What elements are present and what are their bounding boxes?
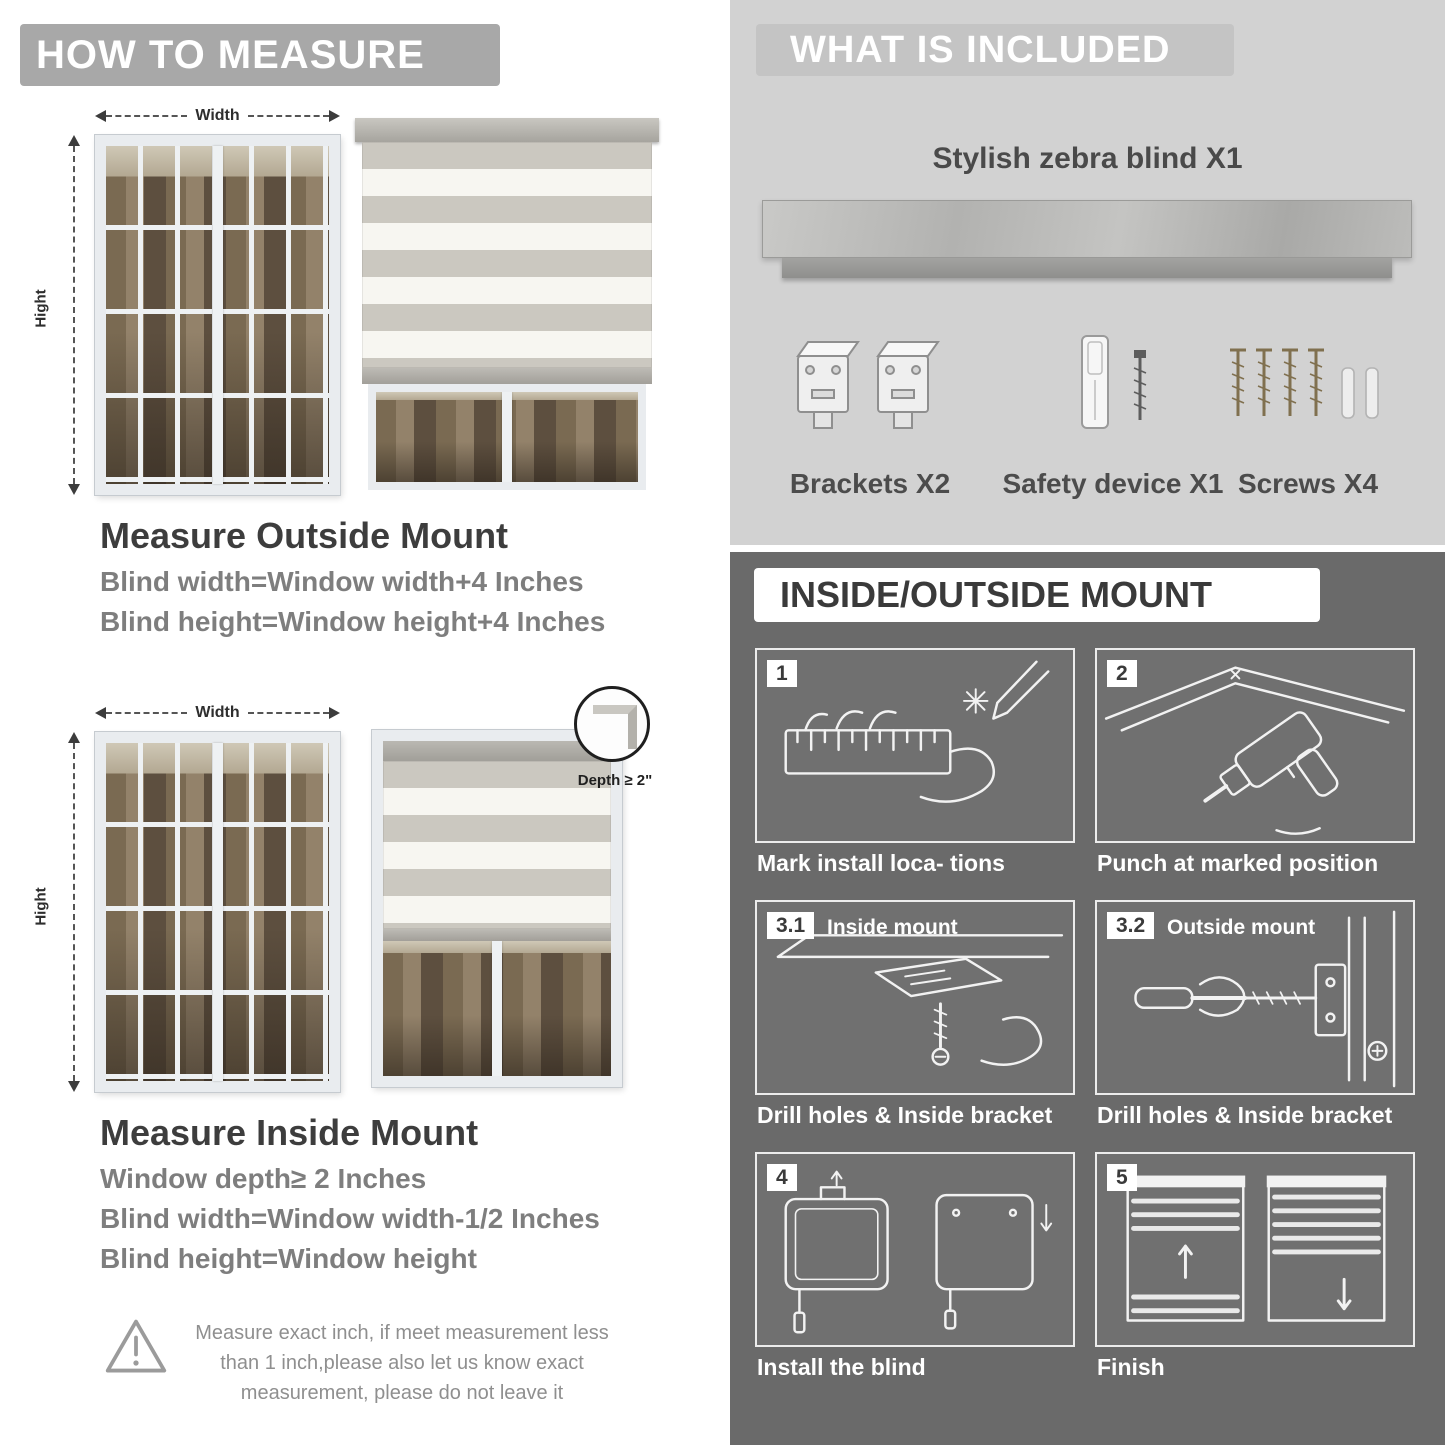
window-under-blind [383, 941, 611, 1076]
step-3-2-panel: 3.2 Outside mount [1095, 900, 1415, 1095]
outside-spec-2: Blind height=Window height+4 Inches [100, 606, 606, 637]
frame-corner-detail [593, 705, 637, 749]
step-number-badge: 4 [767, 1164, 797, 1191]
inside-mount-title: Measure Inside Mount [100, 1112, 479, 1153]
safety-device-label: Safety device X1 [1002, 468, 1224, 499]
headrail-illustration [762, 200, 1412, 258]
mount-banner: INSIDE/OUTSIDE MOUNT [754, 568, 1320, 622]
width-arrow-inside: Width [95, 704, 340, 721]
what-is-included-title: WHAT IS INCLUDED [790, 28, 1171, 71]
outside-mount-title: Measure Outside Mount [100, 515, 509, 556]
arrow-down-icon [68, 1081, 80, 1092]
warning-triangle-icon [103, 1316, 169, 1378]
mount-instructions-section: INSIDE/OUTSIDE MOUNT 1 Mark install l [730, 552, 1445, 1445]
step-3-2-caption: Drill holes & Inside bracket [1097, 1102, 1393, 1128]
zebra-blind-illustration-inside [371, 729, 623, 1088]
inside-spec-1: Window depth≥ 2 Inches [100, 1163, 427, 1194]
inside-spec-3: Blind height=Window height [100, 1243, 477, 1274]
width-arrow-outside: Width [95, 107, 340, 124]
zebra-blind-illustration-outside [355, 118, 659, 490]
arrow-right-icon [329, 110, 340, 122]
blind-stripes [383, 761, 611, 929]
arrow-down-icon [68, 484, 80, 495]
window-mullion [212, 146, 223, 484]
blind-bottom-rail [362, 368, 652, 384]
step-1-caption: Mark install loca- tions [757, 850, 1005, 876]
step-1-panel: 1 [755, 648, 1075, 843]
step-number-badge: 3.1 [767, 912, 815, 939]
step-3-1-label: Inside mount [827, 916, 958, 939]
blind-headrail [355, 118, 659, 142]
window-under-blind [368, 384, 646, 490]
step-number-badge: 3.2 [1107, 912, 1155, 939]
step-4-caption: Install the blind [757, 1354, 926, 1380]
height-label-outside: Hight [32, 289, 50, 328]
window-mullion [502, 392, 512, 482]
step-2-illustration [1097, 650, 1413, 841]
outside-spec-1: Blind width=Window width+4 Inches [100, 566, 584, 597]
arrow-right-icon [329, 707, 340, 719]
step-4-panel: 4 [755, 1152, 1075, 1347]
brackets-icon [788, 330, 948, 450]
step-3-2-illustration [1097, 902, 1413, 1093]
blind-bottom-rail [383, 929, 611, 941]
step-2-caption: Punch at marked position [1097, 850, 1379, 876]
step-number-badge: 2 [1107, 660, 1137, 687]
what-is-included-banner: WHAT IS INCLUDED [756, 24, 1234, 76]
how-to-measure-banner: HOW TO MEASURE [20, 24, 500, 86]
arrow-left-icon [95, 110, 106, 122]
blind-stripes [362, 142, 652, 368]
window-mullion [492, 941, 502, 1076]
measure-warning-text: Measure exact inch, if meet measurement … [195, 1322, 609, 1404]
headrail-valance [782, 258, 1392, 278]
mount-banner-title: INSIDE/OUTSIDE MOUNT [780, 574, 1213, 615]
depth-label: Depth ≥ 2" [577, 772, 653, 789]
height-label-inside: Hight [32, 887, 50, 926]
step-1-illustration [757, 650, 1073, 841]
step-3-1-caption: Drill holes & Inside bracket [757, 1102, 1053, 1128]
safety-device-icon [1060, 328, 1170, 452]
blind-headrail [383, 741, 611, 761]
height-arrow-inside [66, 732, 82, 1092]
window-illustration-inside [94, 731, 341, 1093]
step-3-2-label: Outside mount [1167, 916, 1316, 939]
depth-callout-circle [574, 686, 650, 762]
arrow-up-icon [68, 135, 80, 146]
arrow-up-icon [68, 732, 80, 743]
window-mullion [212, 743, 223, 1081]
width-label: Width [195, 107, 240, 124]
step-3-1-panel: 3.1 Inside mount [755, 900, 1075, 1095]
step-4-illustration [757, 1154, 1073, 1345]
width-label: Width [195, 704, 240, 721]
what-is-included-section: WHAT IS INCLUDED Stylish zebra blind X1 [730, 0, 1445, 545]
step-5-panel: 5 [1095, 1152, 1415, 1347]
window-illustration-outside [94, 134, 341, 496]
arrow-left-icon [95, 707, 106, 719]
zebra-blind-count-label: Stylish zebra blind X1 [932, 142, 1243, 175]
step-2-panel: 2 [1095, 648, 1415, 843]
brackets-label: Brackets X2 [789, 468, 951, 499]
step-5-caption: Finish [1097, 1354, 1165, 1380]
height-arrow-outside [66, 135, 82, 495]
step-3-1-illustration [757, 902, 1073, 1093]
step-number-badge: 1 [767, 660, 797, 687]
screws-label: Screws X4 [1237, 468, 1379, 499]
step-number-badge: 5 [1107, 1164, 1137, 1191]
screws-icon [1220, 338, 1390, 450]
inside-spec-2: Blind width=Window width-1/2 Inches [100, 1203, 600, 1234]
how-to-measure-title: HOW TO MEASURE [36, 32, 425, 77]
step-5-illustration [1097, 1154, 1413, 1345]
